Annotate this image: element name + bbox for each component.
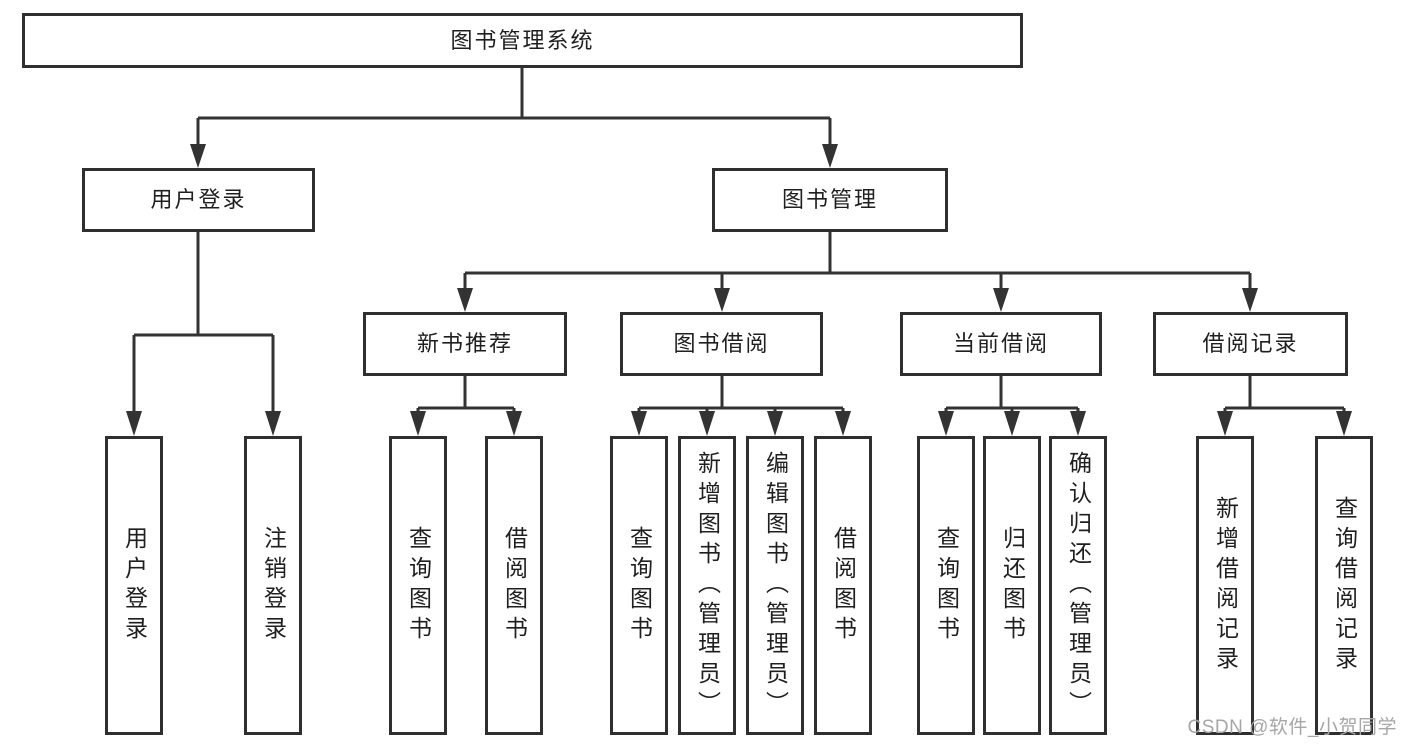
node-query-borrow-record: 查询借阅记录 [1315,436,1373,735]
node-user-login-leaf: 用户登录 [105,436,163,735]
node-book-management: 图书管理 [712,168,948,232]
node-query-books-borrowing: 查询图书 [610,436,668,735]
node-borrowing-records: 借阅记录 [1153,312,1348,376]
node-query-books-current: 查询图书 [917,436,975,735]
node-edit-books-admin: 编辑图书（管理员） [746,436,804,735]
node-borrow-books-borrowing: 借阅图书 [814,436,872,735]
node-user-login-branch: 用户登录 [82,168,315,232]
node-new-book-recommend: 新书推荐 [363,312,567,376]
node-logout-leaf: 注销登录 [244,436,302,735]
node-confirm-return-admin: 确认归还（管理员） [1049,436,1107,735]
node-return-books: 归还图书 [983,436,1041,735]
node-book-borrowing: 图书借阅 [620,312,823,376]
node-add-books-admin: 新增图书（管理员） [678,436,736,735]
node-library-system-root: 图书管理系统 [22,13,1023,68]
node-borrow-books-recommend: 借阅图书 [485,436,543,735]
csdn-watermark: CSDN @软件_小贺同学 [1187,717,1397,738]
node-add-borrow-record: 新增借阅记录 [1196,436,1254,735]
node-current-borrowing: 当前借阅 [900,312,1102,376]
node-query-books-recommend: 查询图书 [389,436,447,735]
